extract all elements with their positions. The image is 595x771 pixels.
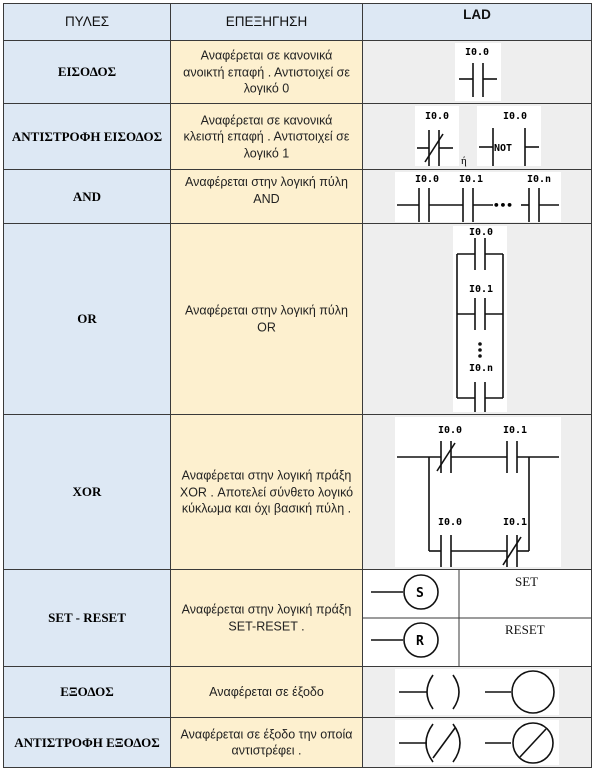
or-word: ή (461, 155, 467, 167)
lad-cell (363, 718, 592, 768)
gate-description: Αναφέρεται σε έξοδο (209, 684, 324, 699)
lad-cell: I0.0 I0.1 I0.n ••• (363, 170, 592, 224)
set-reset-diagram: S R (363, 570, 591, 666)
gate-cell: ΕΙΣΟΔΟΣ (3, 41, 171, 104)
lad-label: I0.n (469, 363, 493, 374)
lad-label: I0.1 (503, 425, 527, 436)
header-gates-cell: ΠΥΛΕΣ (3, 3, 171, 41)
lad-cell (363, 667, 592, 718)
gate-cell: AND (3, 170, 171, 224)
gate-description: Αναφέρεται σε κανονικά κλειστή επαφή . Α… (183, 112, 350, 160)
row-set-reset: SET - RESET Αναφέρεται στην λογική πράξη… (3, 570, 592, 667)
lad-label: I0.0 (469, 227, 493, 238)
gate-description: Αναφέρεται στην λογική πράξη SET-RESET . (181, 602, 352, 634)
set-label: SET (515, 574, 539, 589)
lad-cell: I0.0 (363, 41, 592, 104)
lad-label: I0.0 (503, 111, 527, 122)
gate-name: ΕΞΟΔΟΣ (60, 684, 114, 699)
gate-description: Αναφέρεται σε κανονικά ανοικτή επαφή . Α… (183, 48, 350, 96)
gate-description: Αναφέρεται στην λογική πύλη OR (185, 303, 348, 335)
gate-name: SET - RESET (48, 610, 126, 625)
gate-cell: ΑΝΤΙΣΤΡΟΦΗ ΕΙΣΟΔΟΣ (3, 104, 171, 170)
desc-cell: Αναφέρεται στην λογική πύλη AND (171, 170, 363, 224)
header-explanation-cell: ΕΠΕΞΗΓΗΣΗ (171, 3, 363, 41)
lad-cell: S R SET RESET (363, 570, 592, 667)
reset-label: RESET (505, 622, 545, 637)
gate-description: Αναφέρεται στην λογική πύλη AND (185, 175, 348, 206)
lad-label: I0.n (527, 174, 551, 185)
desc-cell: Αναφέρεται στην λογική πράξη XOR . Αποτε… (171, 415, 363, 570)
set-coil-letter: S (416, 586, 424, 601)
no-contact-diagram: I0.0 (455, 43, 501, 101)
lad-label: I0.0 (415, 174, 439, 185)
gate-cell: ΕΞΟΔΟΣ (3, 667, 171, 718)
inverted-output-coil-diagram (395, 720, 559, 765)
row-xor: XOR Αναφέρεται στην λογική πράξη XOR . Α… (3, 415, 592, 570)
and-diagram: I0.0 I0.1 I0.n ••• (395, 172, 561, 222)
desc-cell: Αναφέρεται σε κανονικά ανοικτή επαφή . Α… (171, 41, 363, 104)
row-or: OR Αναφέρεται στην λογική πύλη OR I0.0 I… (3, 224, 592, 415)
lad-label: I0.0 (425, 111, 449, 122)
reset-coil-letter: R (416, 634, 424, 649)
gate-name: AND (72, 188, 102, 204)
lad-label: I0.0 (438, 517, 462, 528)
row-not-output: ΑΝΤΙΣΤΡΟΦΗ ΕΞΟΔΟΣ Αναφέρεται σε έξοδο τη… (3, 718, 592, 768)
gate-name: ΕΙΣΟΔΟΣ (57, 64, 117, 79)
xor-diagram: I0.0 I0.1 I0.0 I0.1 (395, 417, 561, 567)
gate-name: XOR (72, 484, 102, 499)
row-not-input: ΑΝΤΙΣΤΡΟΦΗ ΕΙΣΟΔΟΣ Αναφέρεται σε κανονικ… (3, 104, 592, 170)
or-diagram: I0.0 I0.1 I0.n (453, 226, 507, 412)
gate-cell: XOR (3, 415, 171, 570)
header-explanation: ΕΠΕΞΗΓΗΣΗ (225, 14, 308, 29)
desc-cell: Αναφέρεται στην λογική πράξη SET-RESET . (171, 570, 363, 667)
gate-cell: ΑΝΤΙΣΤΡΟΦΗ ΕΞΟΔΟΣ (3, 718, 171, 768)
lad-cell: I0.0 ή I0.0 NOT (363, 104, 592, 170)
output-coil-diagram (395, 669, 559, 715)
not-box-label: NOT (494, 143, 512, 154)
desc-cell: Αναφέρεται σε έξοδο την οποία αντιστρέφε… (171, 718, 363, 768)
header-lad-cell: LAD (363, 3, 592, 41)
nc-contact-diagram: I0.0 ή I0.0 NOT (415, 106, 541, 167)
header-row: ΠΥΛΕΣ ΕΠΕΞΗΓΗΣΗ LAD (3, 3, 592, 41)
lad-label: I0.0 (438, 425, 462, 436)
gate-name: ΑΝΤΙΣΤΡΟΦΗ ΕΞΟΔΟΣ (14, 734, 160, 750)
lad-label: I0.1 (469, 284, 493, 295)
row-input: ΕΙΣΟΔΟΣ Αναφέρεται σε κανονικά ανοικτή ε… (3, 41, 592, 104)
gate-name: ΑΝΤΙΣΤΡΟΦΗ ΕΙΣΟΔΟΣ (11, 128, 163, 144)
gates-table: ΠΥΛΕΣ ΕΠΕΞΗΓΗΣΗ LAD ΕΙΣΟΔΟΣ Αναφέρεται σ… (3, 3, 592, 768)
and-dots: ••• (493, 199, 513, 212)
desc-cell: Αναφέρεται σε κανονικά κλειστή επαφή . Α… (171, 104, 363, 170)
gate-description: Αναφέρεται σε έξοδο την οποία αντιστρέφε… (180, 727, 353, 758)
lad-cell: I0.0 I0.1 I0.0 I0.1 (363, 415, 592, 570)
gate-name: OR (77, 311, 97, 326)
lad-label: I0.0 (465, 47, 489, 58)
lad-cell: I0.0 I0.1 I0.n (363, 224, 592, 415)
desc-cell: Αναφέρεται σε έξοδο (171, 667, 363, 718)
gate-description: Αναφέρεται στην λογική πράξη XOR . Αποτε… (179, 468, 354, 516)
header-gates: ΠΥΛΕΣ (64, 14, 110, 29)
lad-label: I0.1 (503, 517, 527, 528)
gate-cell: SET - RESET (3, 570, 171, 667)
row-and: AND Αναφέρεται στην λογική πύλη AND I0.0… (3, 170, 592, 224)
header-lad: LAD (463, 7, 491, 22)
desc-cell: Αναφέρεται στην λογική πύλη OR (171, 224, 363, 415)
lad-label: I0.1 (459, 174, 483, 185)
row-output: ΕΞΟΔΟΣ Αναφέρεται σε έξοδο (3, 667, 592, 718)
gate-cell: OR (3, 224, 171, 415)
